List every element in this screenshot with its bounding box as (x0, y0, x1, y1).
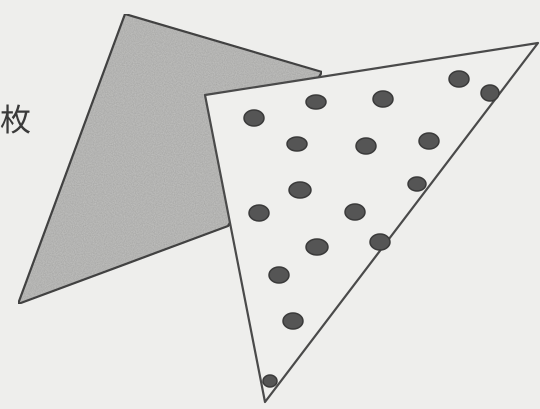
dot (373, 91, 393, 107)
dot (289, 182, 311, 198)
dot (408, 177, 426, 191)
dot (356, 138, 376, 154)
dot (244, 110, 264, 126)
dot (306, 239, 328, 255)
dot (306, 95, 326, 109)
dot (249, 205, 269, 221)
dot (263, 375, 277, 387)
dot (481, 85, 499, 101)
dot (287, 137, 307, 151)
dot (419, 133, 439, 149)
dot (345, 204, 365, 220)
dot (370, 234, 390, 250)
dot (269, 267, 289, 283)
dot (449, 71, 469, 87)
dot (283, 313, 303, 329)
